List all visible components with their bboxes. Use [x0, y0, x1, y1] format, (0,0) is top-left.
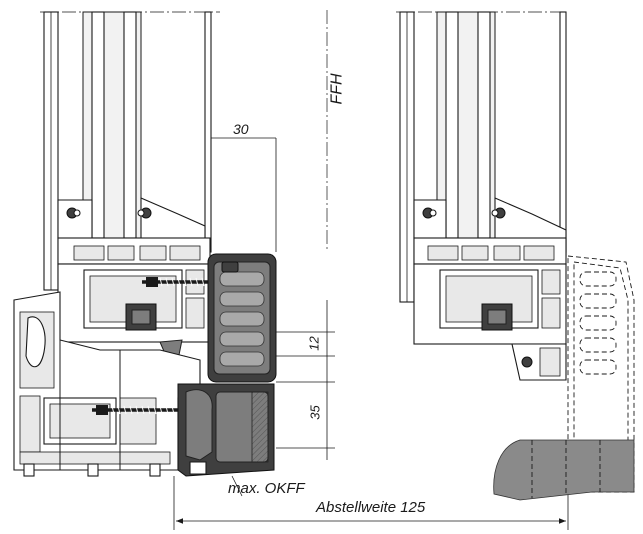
sill-connector-installed — [177, 383, 275, 477]
dimension-35-label: 35 — [307, 405, 323, 420]
dimension-12-label: 12 — [306, 336, 322, 351]
right-section-window-profile — [396, 11, 567, 381]
dimension-12-35 — [276, 300, 335, 460]
abstellweite-label: Abstellweite 125 — [316, 499, 426, 516]
dimension-30 — [210, 137, 277, 252]
connection-profile-installed — [207, 253, 277, 383]
left-section-window-profile — [13, 11, 220, 477]
dimension-30-label: 30 — [233, 121, 249, 137]
sill-connector-variant — [493, 439, 635, 501]
ffh-label: FFH — [328, 73, 346, 105]
okff-label: max. OKFF — [228, 480, 305, 497]
